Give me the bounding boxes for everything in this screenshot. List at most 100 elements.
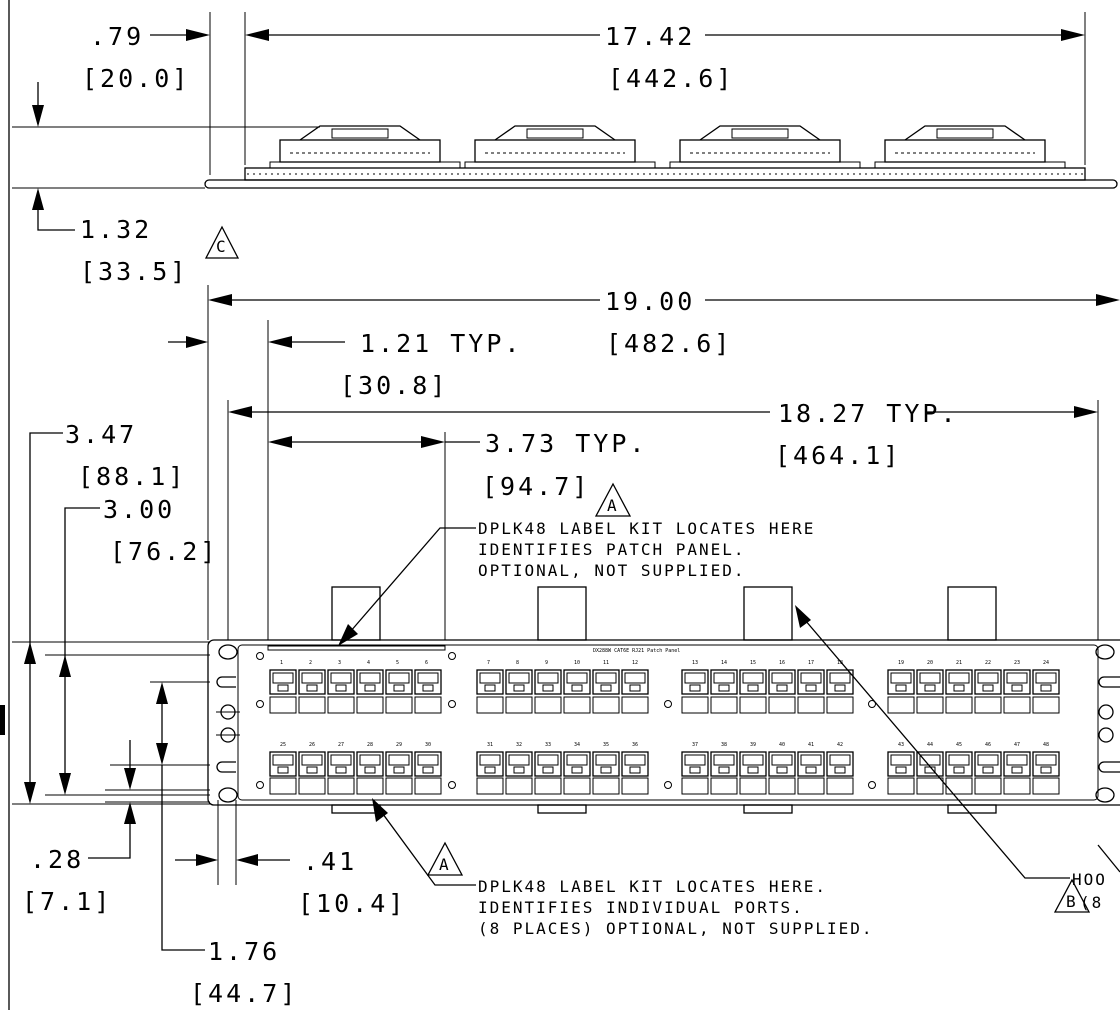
rj45-jack[interactable] (505, 669, 533, 695)
flag-a-top-triangle (594, 482, 632, 517)
rj45-jack[interactable] (269, 751, 297, 777)
screw-icon (256, 652, 264, 660)
rj45-jack[interactable] (974, 751, 1002, 777)
jack-opening (890, 754, 912, 766)
rj45-jack[interactable] (710, 751, 738, 777)
port-label-window (1003, 696, 1031, 714)
rj45-jack[interactable] (298, 751, 326, 777)
rj45-jack[interactable] (298, 669, 326, 695)
flag-c-letter: C (216, 237, 228, 256)
rj45-jack[interactable] (534, 751, 562, 777)
rj45-jack[interactable] (385, 669, 413, 695)
rj45-jack[interactable] (534, 669, 562, 695)
rj45-jack[interactable] (681, 751, 709, 777)
rj45-jack[interactable] (385, 751, 413, 777)
arrowhead (236, 854, 258, 866)
rj45-jack[interactable] (887, 751, 915, 777)
rj45-jack[interactable] (916, 751, 944, 777)
port-label-window (356, 777, 384, 795)
arrowhead (59, 773, 71, 795)
rj45-jack[interactable] (681, 669, 709, 695)
port-number: 46 (985, 742, 991, 748)
jack-latch (364, 766, 376, 774)
rj45-jack[interactable] (945, 669, 973, 695)
rj45-jack[interactable] (710, 669, 738, 695)
dim-top-height-mm: [33.5] (80, 257, 188, 286)
rj45-jack[interactable] (476, 669, 504, 695)
rj45-jack[interactable] (945, 751, 973, 777)
rj45-jack[interactable] (797, 751, 825, 777)
rj45-jack[interactable] (916, 669, 944, 695)
jack-opening (684, 754, 706, 766)
port-label-window (887, 696, 915, 714)
port-number: 14 (721, 660, 727, 666)
jack-opening (742, 754, 764, 766)
rj45-jack[interactable] (887, 669, 915, 695)
dim-block-width-mm: [94.7] (482, 472, 590, 501)
rj45-jack[interactable] (768, 669, 796, 695)
leader-line (1097, 844, 1120, 873)
leader-line (37, 205, 75, 231)
port-label-window (797, 696, 825, 714)
flag-b-letter: B (1066, 892, 1078, 911)
rj45-jack[interactable] (826, 751, 854, 777)
rj45-jack[interactable] (476, 751, 504, 777)
jack-opening (272, 754, 294, 766)
jack-latch (718, 684, 730, 692)
note-top-line-1: DPLK48 LABEL KIT LOCATES HERE (478, 519, 815, 538)
rj45-jack[interactable] (414, 751, 442, 777)
rj45-jack[interactable] (826, 669, 854, 695)
rj45-jack[interactable] (563, 669, 591, 695)
port-number: 38 (721, 742, 727, 748)
port-label-window (1032, 696, 1060, 714)
rj45-jack[interactable] (269, 669, 297, 695)
arrowhead (24, 782, 36, 804)
rj45-jack[interactable] (1032, 669, 1060, 695)
rj45-jack[interactable] (505, 751, 533, 777)
rj45-jack[interactable] (356, 669, 384, 695)
jack-latch (1040, 684, 1052, 692)
rj45-jack[interactable] (739, 669, 767, 695)
dim-flange-width-mm: [10.4] (298, 889, 406, 918)
jack-opening (1035, 754, 1057, 766)
jack-latch (542, 684, 554, 692)
mounting-slot (1098, 676, 1120, 688)
rj45-jack[interactable] (592, 751, 620, 777)
patch-panel-inner (237, 644, 1099, 801)
flag-a-bottom-letter: A (439, 855, 451, 874)
port-number: 1 (280, 660, 283, 666)
rj45-jack[interactable] (1003, 751, 1031, 777)
rj45-jack[interactable] (974, 669, 1002, 695)
rj45-jack[interactable] (592, 669, 620, 695)
jack-latch (629, 766, 641, 774)
rj45-jack[interactable] (621, 669, 649, 695)
rj45-jack[interactable] (327, 669, 355, 695)
rj45-jack[interactable] (356, 751, 384, 777)
port-number: 32 (516, 742, 522, 748)
rj45-jack[interactable] (1003, 669, 1031, 695)
port-number: 12 (632, 660, 638, 666)
bottom-bracket (947, 804, 997, 814)
rj45-jack[interactable] (768, 751, 796, 777)
jack-opening (417, 754, 439, 766)
port-number: 37 (692, 742, 698, 748)
rj45-jack[interactable] (621, 751, 649, 777)
rj45-jack[interactable] (739, 751, 767, 777)
jack-opening (948, 672, 970, 684)
tab-bracket (537, 586, 587, 641)
port-number: 18 (837, 660, 843, 666)
rj45-jack[interactable] (327, 751, 355, 777)
mounting-hole (1098, 727, 1114, 743)
label-strip (267, 645, 446, 651)
rj45-jack[interactable] (414, 669, 442, 695)
dim-hole-edge-inch: .28 (30, 845, 84, 874)
port-label-window (887, 777, 915, 795)
dim-hole-spacing-mm: [76.2] (110, 537, 218, 566)
rj45-jack[interactable] (797, 669, 825, 695)
port-number: 20 (927, 660, 933, 666)
port-label-window (385, 696, 413, 714)
rj45-jack[interactable] (563, 751, 591, 777)
jack-opening (684, 672, 706, 684)
rj45-jack[interactable] (1032, 751, 1060, 777)
port-label-window (768, 777, 796, 795)
